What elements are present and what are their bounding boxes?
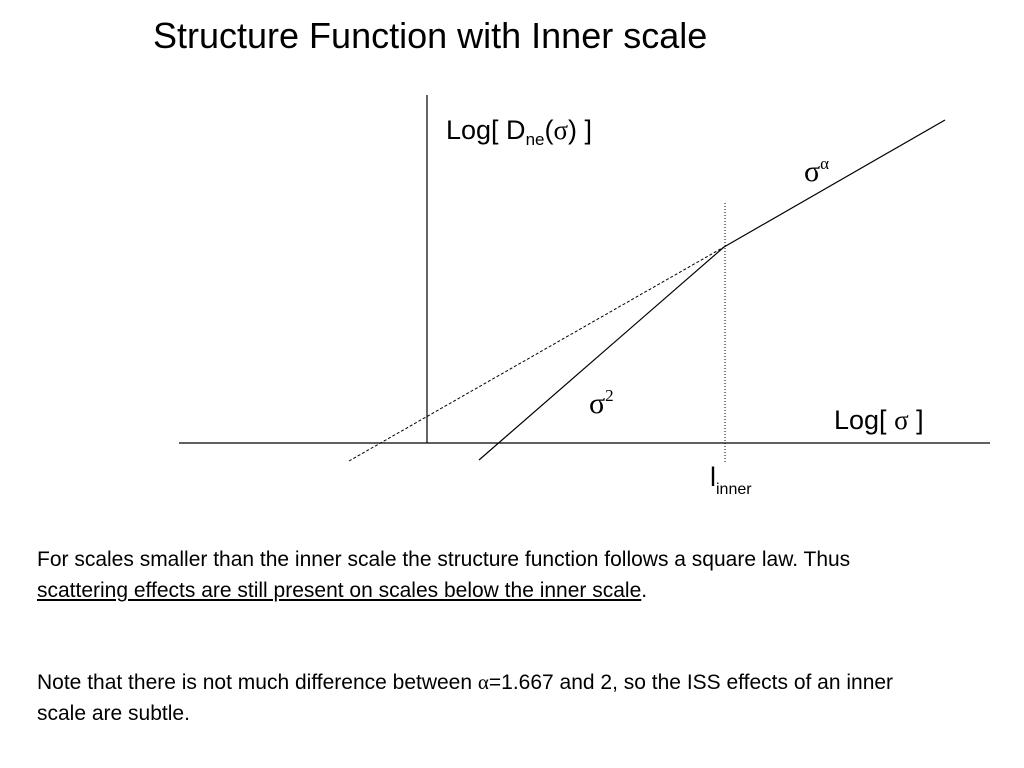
alpha-slope-line (723, 119, 946, 248)
extrapolated-alpha-line (348, 246, 725, 462)
lower-slope-label: σ2 (589, 386, 614, 420)
explanation-paragraph: For scales smaller than the inner scale … (37, 548, 851, 602)
y-axis-label: Log[ Dne(σ) ] (446, 115, 593, 149)
inner-scale-label: linner (710, 462, 752, 498)
page-title: Structure Function with Inner scale (153, 15, 708, 56)
note-paragraph: Note that there is not much difference b… (37, 670, 894, 725)
upper-slope-label: σα (804, 154, 830, 188)
square-law-line (478, 246, 725, 461)
x-axis-label: Log[ σ ] (834, 405, 924, 435)
alpha-symbol: α (477, 670, 489, 694)
underlined-conclusion: scattering effects are still present on … (37, 579, 642, 602)
